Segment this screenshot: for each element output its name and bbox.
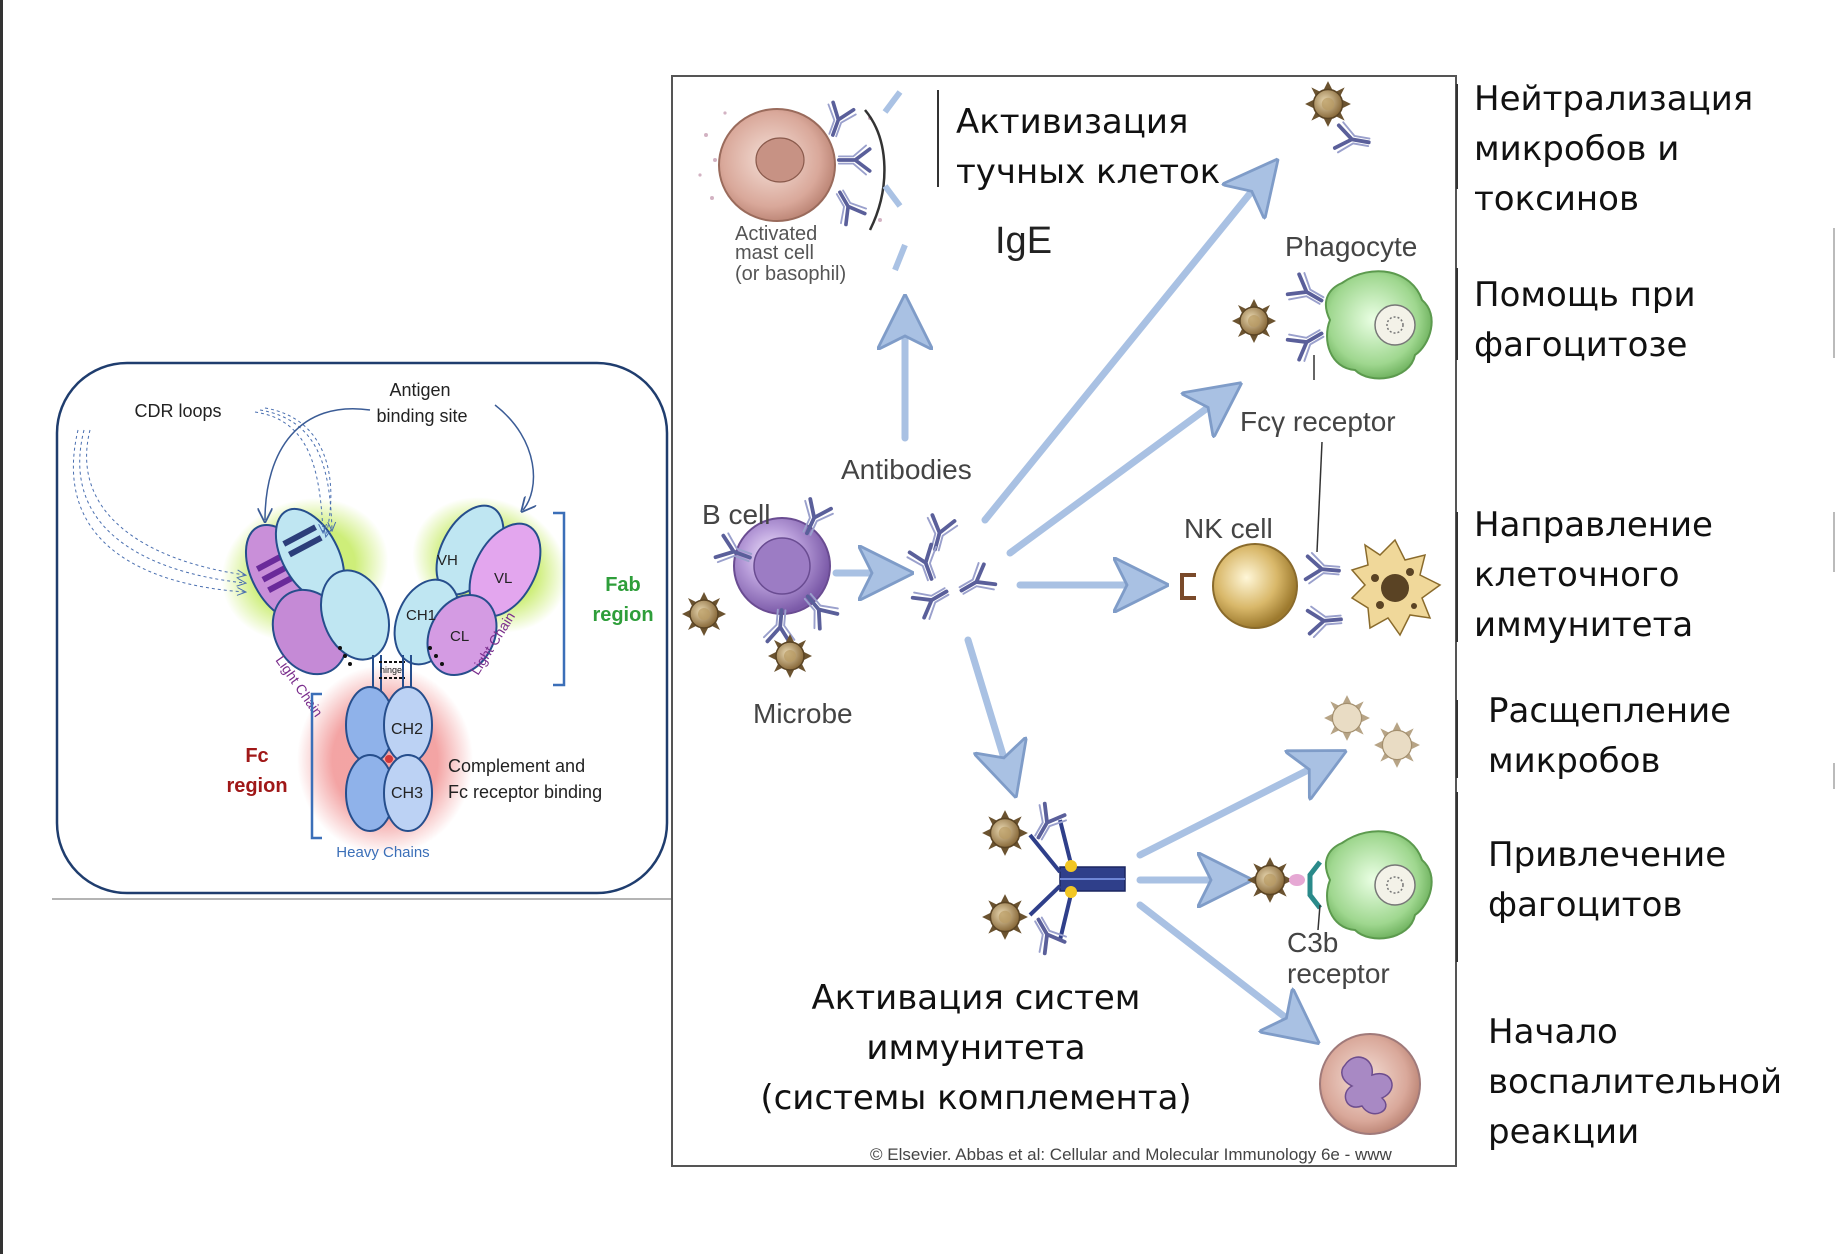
microbe-icon-2 [767,633,813,679]
mast-cell-activation-label: Активизация тучных клеток [956,102,1221,192]
ige-label: IgE [995,220,1052,262]
lysed-microbe-icon [1323,694,1371,742]
fc-gamma-receptor-label: Fcγ receptor [1240,406,1396,437]
antibody-structure-panel: Light Chain VH VL CH1 CL Light Chain h [52,361,676,900]
antibody-functions-figure: Activated mast cell (or basophil) IgE B … [671,75,1457,1167]
heavy-chains-label: Heavy Chains [336,844,429,861]
antigen-site-arrows [265,404,533,520]
b-cell-label: B cell [702,499,770,530]
pathway-arrows [832,175,1328,1031]
complement-binding-line2: Fc receptor binding [448,782,602,802]
copyright-text: © Elsevier. Abbas et al: Cellular and Mo… [870,1145,1393,1164]
vh-label: VH [437,552,458,569]
cdr-loops-label: CDR loops [134,401,221,421]
microbe-label: Microbe [753,698,853,729]
complement-activation-label: Активация систем иммунитета (системы ком… [760,978,1192,1118]
phagocytosed-microbe-icon [1231,298,1277,344]
separator-recruitment [1456,792,1458,962]
opsonized-microbe-icon [1246,856,1294,904]
cdr-stripes-left-vh [282,524,323,558]
ch3-label: CH3 [391,785,423,802]
fc-bracket [310,692,322,840]
ch1-left-domain [320,569,390,661]
cell-immunity-label: Направление клеточного иммунитета [1474,505,1713,645]
separator-phagocytosis [1456,268,1458,360]
hinge-label: hinge [380,665,402,675]
right-edge-stub-3 [1833,763,1835,789]
separator-cell-immunity [1456,512,1458,642]
ch1-label: CH1 [406,607,436,624]
ch3-right-domain [383,754,433,832]
cl-right-domain [426,593,498,677]
antigen-binding-label-line2: binding site [376,406,467,426]
b-cell-icon [712,495,843,646]
disulfide-bonds [338,646,444,666]
right-edge-stub-1 [1833,228,1835,358]
c3b-receptor-label-line1: C3b [1287,927,1338,958]
ch2-label: CH2 [391,721,423,738]
fab-bracket [553,511,566,687]
neutralization-label: Нейтрализация микробов и токсинов [1474,79,1754,219]
antibodies-label: Antibodies [841,454,972,485]
mast-cell-icon [698,90,908,272]
cl-label: CL [450,628,469,645]
antigen-binding-label-line1: Antigen [389,380,450,400]
phagocyte-recruitment-label: Привлечение фагоцитов [1488,835,1727,925]
phagocytosis-help-label: Помощь при фагоцитозе [1474,275,1696,365]
right-edge-stub-2 [1833,512,1835,572]
vl-label: VL [494,570,512,587]
fc-glow [297,665,473,855]
nk-cell-label: NK cell [1184,513,1273,544]
separator-lysis [1456,700,1458,778]
activated-mast-cell-line2: mast cell [735,242,814,264]
nk-cell-icon [1180,538,1442,640]
activated-mast-cell-line1: Activated [735,223,817,245]
left-edge-bar [0,0,3,1254]
neutralized-microbe-icon [1304,80,1352,128]
fab-label-line2: region [592,604,653,626]
activated-mast-cell-line3: (or basophil) [735,263,846,285]
complement-icon [981,799,1126,958]
complement-binding-line1: Complement and [448,756,585,776]
microbe-lysis-label: Расщепление микробов [1488,691,1732,781]
c3b-receptor-label-line2: receptor [1287,958,1390,989]
inflammation-start-label: Начало воспалительной реакции [1488,1012,1783,1152]
fab-label-line1: Fab [605,574,641,596]
fc-label-line1: Fc [245,745,268,767]
c3b-phagocyte-icon [1289,830,1433,940]
microbe-icon [681,591,727,637]
lysed-microbe-icon-2 [1373,721,1421,769]
phagocyte-label: Phagocyte [1285,231,1417,262]
cdr-pointer-arrows [72,407,332,592]
fc-label-line2: region [226,775,287,797]
neutrophil-icon [1319,1033,1421,1135]
separator-neutralization [1456,84,1458,189]
phagocyte-icon [1283,269,1433,380]
